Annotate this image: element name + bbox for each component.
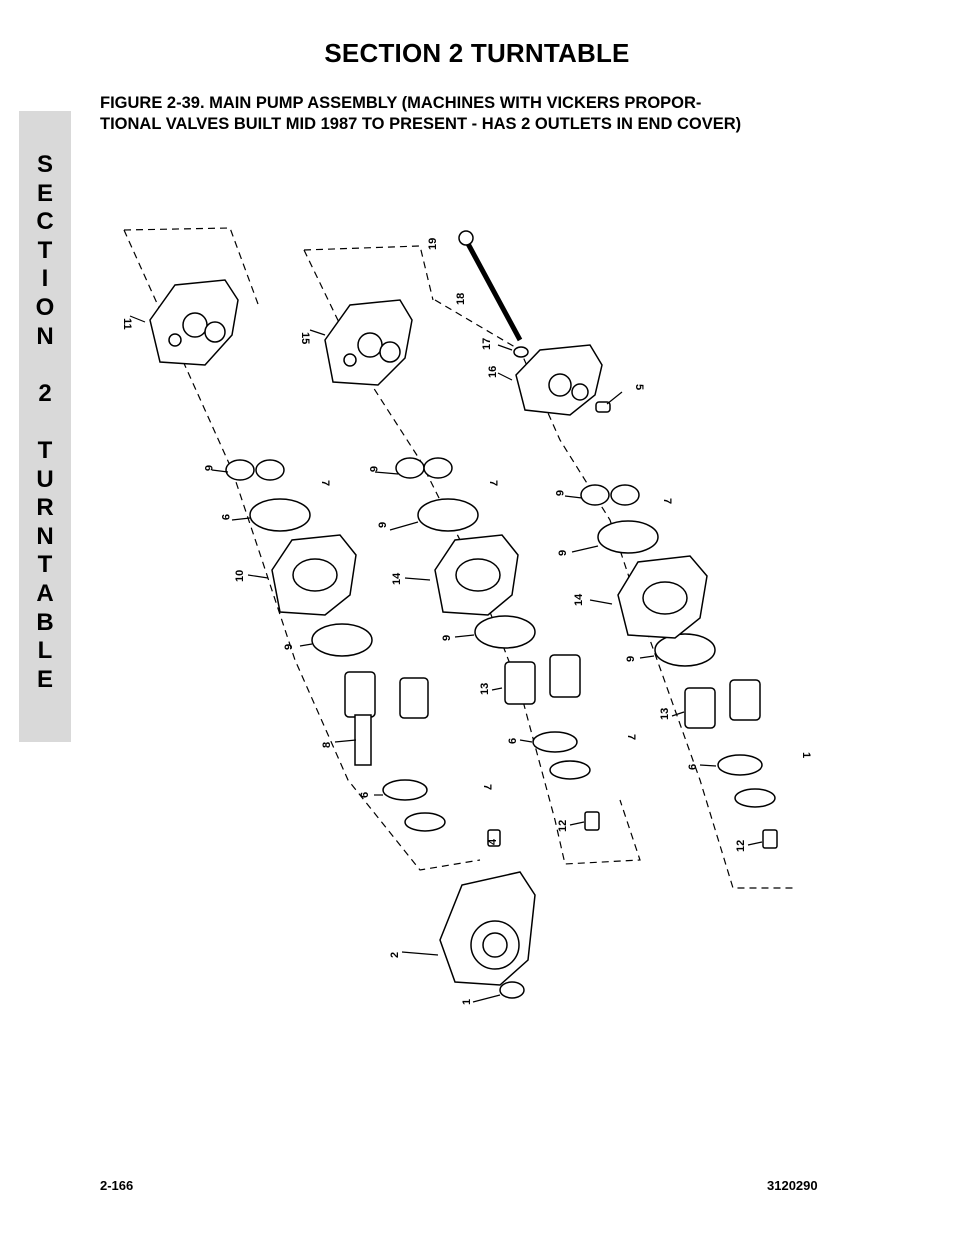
callout-12: 12 — [557, 820, 569, 832]
callout-7: 7 — [661, 498, 673, 504]
callout-15: 15 — [299, 332, 311, 344]
gear-13 — [504, 661, 536, 705]
callout-9: 9 — [441, 635, 453, 641]
callout-9: 9 — [377, 522, 389, 528]
group-boundary — [303, 249, 641, 865]
callout-6: 6 — [367, 466, 379, 472]
callout-8: 8 — [321, 742, 333, 748]
group-boundary — [123, 229, 481, 871]
side-letter: O — [35, 293, 55, 321]
callout-6: 6 — [359, 792, 371, 798]
callout-12: 12 — [735, 840, 747, 852]
seal-6 — [225, 459, 255, 481]
callout-1: 1 — [461, 999, 473, 1005]
side-letter: A — [36, 579, 54, 607]
side-letter: C — [36, 208, 54, 236]
side-letter — [19, 408, 71, 437]
callout-14: 14 — [391, 572, 403, 585]
side-letter: N — [36, 322, 54, 350]
bolt-head-19 — [458, 230, 474, 246]
callout-7: 7 — [319, 480, 331, 486]
side-letter: R — [36, 494, 54, 522]
side-letter: S — [36, 151, 53, 178]
callout-9: 9 — [219, 514, 231, 520]
gasket-9 — [249, 498, 311, 532]
callout-9: 9 — [625, 656, 637, 662]
callout-7: 7 — [487, 480, 499, 486]
callout-7: 7 — [625, 734, 637, 740]
callout-19: 19 — [427, 238, 439, 250]
side-letter: T — [37, 236, 53, 264]
callout-10: 10 — [234, 570, 246, 582]
side-letter: T — [37, 551, 53, 579]
side-letter — [19, 351, 71, 380]
figure-caption-line-2: TIONAL VALVES BUILT MID 1987 TO PRESENT … — [100, 115, 742, 133]
callout-11: 11 — [121, 318, 133, 330]
callout-18: 18 — [455, 293, 467, 305]
diagram-svg: 11 15 19 18 17 16 5 6 7 6 7 6 7 9 9 9 10… — [121, 227, 812, 1005]
section-title: SECTION 2 TURNTABLE — [324, 38, 630, 68]
side-letter: L — [37, 637, 53, 665]
callout-6: 6 — [202, 465, 214, 471]
plug-5 — [595, 401, 611, 413]
callout-5: 5 — [633, 384, 645, 390]
side-letter: E — [36, 179, 53, 207]
driven-gear — [399, 677, 429, 719]
figure-caption: FIGURE 2-39. MAIN PUMP ASSEMBLY (MACHINE… — [100, 93, 880, 135]
document-number: 3120290 — [767, 1178, 818, 1193]
callout-2: 2 — [389, 952, 401, 958]
page-number: 2-166 — [100, 1178, 134, 1193]
side-letter: T — [37, 436, 53, 464]
callout-1: 1 — [800, 752, 812, 758]
side-letter: B — [36, 608, 54, 636]
side-letter: U — [36, 465, 54, 493]
coupling-12 — [584, 811, 600, 831]
drive-gear-8 — [344, 671, 376, 718]
callout-9: 9 — [283, 644, 295, 650]
washer-17 — [513, 346, 529, 358]
side-letter: 2 — [38, 379, 52, 407]
side-letter: N — [36, 522, 54, 550]
bolt-18 — [463, 238, 523, 342]
callout-4: 4 — [487, 838, 499, 845]
gear-13b — [684, 687, 716, 729]
callout-6: 6 — [507, 738, 519, 744]
key-4 — [487, 829, 501, 847]
callout-6: 6 — [553, 490, 565, 496]
callout-16: 16 — [487, 366, 499, 378]
group-boundary — [123, 227, 259, 305]
side-letter: I — [41, 265, 49, 293]
side-letter: E — [36, 665, 53, 693]
callout-14: 14 — [573, 593, 585, 606]
side-tab-letters: S E C T I O N 2 T U R N T A B L E — [19, 151, 71, 694]
callout-13: 13 — [659, 708, 671, 720]
callout-7: 7 — [481, 784, 493, 790]
callout-13: 13 — [479, 683, 491, 695]
callout-6: 6 — [687, 764, 699, 770]
section-side-tab: S E C T I O N 2 T U R N T A B L E — [19, 111, 71, 742]
pump-exploded-diagram: 11 15 19 18 17 16 5 6 7 6 7 6 7 9 9 9 10… — [90, 215, 820, 1015]
group-boundary — [303, 245, 434, 301]
callout-9: 9 — [557, 550, 569, 556]
seal-1 — [499, 981, 525, 999]
figure-caption-line-1: FIGURE 2-39. MAIN PUMP ASSEMBLY (MACHINE… — [100, 94, 702, 112]
callout-17: 17 — [481, 338, 493, 350]
